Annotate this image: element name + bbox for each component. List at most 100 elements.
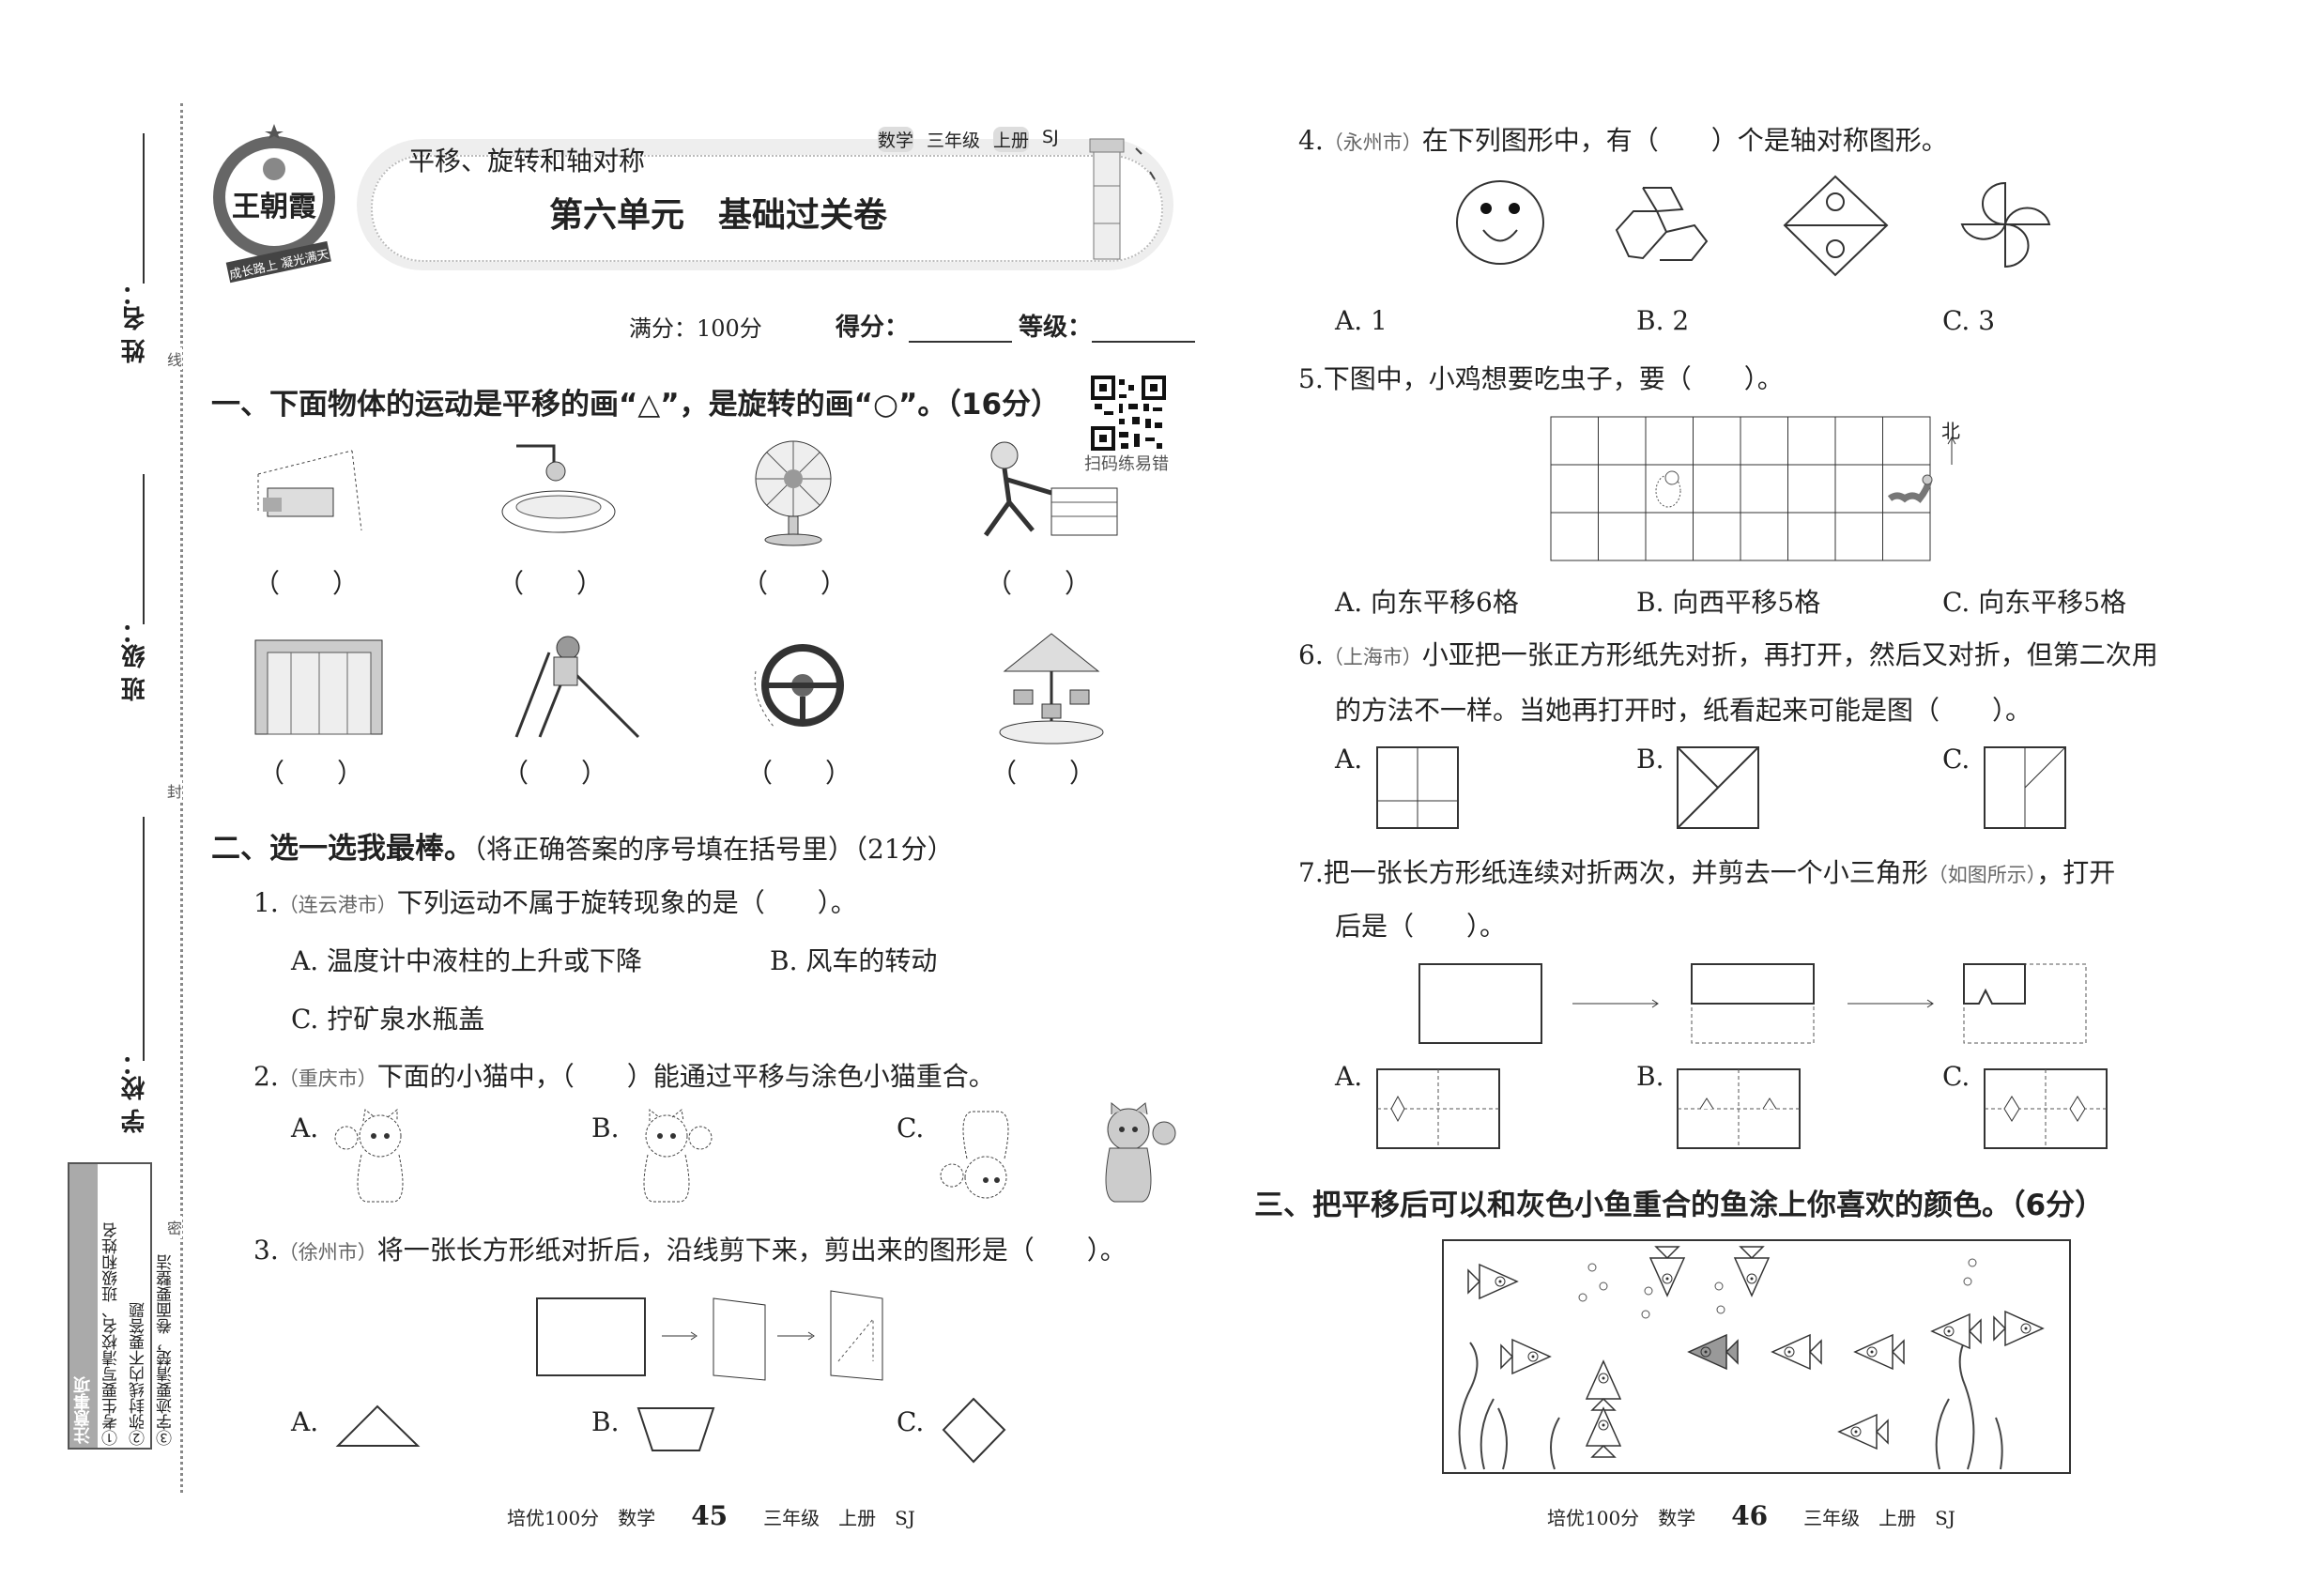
notice-item: ①考生要写清校名、班级和姓名 [102,1222,121,1446]
q1-option-c[interactable]: C. 拧矿泉水瓶盖 [291,1004,485,1035]
q4-source: （永州市） [1323,131,1422,154]
q2-option-a[interactable]: A. [291,1113,319,1143]
answer-paren-1[interactable]: （ ） [253,568,360,599]
score-label: 得分： [836,314,910,342]
fish-icon[interactable] [1993,1310,2045,1347]
q2-number: 2. [253,1061,279,1092]
answer-paren-7[interactable]: （ ） [746,758,852,789]
q2-option-c[interactable]: C. [897,1113,925,1143]
grid-cell [1550,464,1599,514]
q6-figure-b [1677,746,1759,829]
q6-stem: 6.（上海市）小亚把一张正方形纸先对折，再打开，然后又对折，但第二次用 [1298,635,2158,672]
answer-paren-3[interactable]: （ ） [742,568,848,599]
q3-option-c[interactable]: C. [897,1406,925,1437]
north-label: 北 [1941,420,1960,442]
q7-figure-a [1376,1068,1500,1149]
q5-option-a[interactable]: A. 向东平移6格 [1335,587,1519,618]
q7-note: （如图所示） [1927,864,2037,886]
name-field[interactable] [143,133,145,284]
q5-option-b[interactable]: B. 向西平移5格 [1636,587,1821,618]
grid-cell [1693,464,1741,514]
fish-icon[interactable] [1837,1413,1889,1450]
q1-option-a[interactable]: A. 温度计中液柱的上升或下降 [291,945,643,976]
grid-cell [1787,512,1836,561]
header-banner-inner [371,155,1163,262]
grid-cell [1598,416,1647,466]
q3-option-a[interactable]: A. [291,1406,319,1437]
footer-right: 培优100分 数学 46 三年级 上册 SJ [1547,1500,1955,1531]
qr-caption: 扫码练易错 [1084,454,1169,474]
north-arrow-icon [1947,436,1956,465]
notice-box: 注意事项 ①考生要写清校名、班级和姓名 ②弥封线内不要答题 ③字迹要清楚，卷面要… [68,1162,176,1450]
smiley-face-shape [1456,180,1544,265]
q3-fold-diagram [536,1290,883,1381]
q6-source: （上海市） [1323,646,1422,668]
trapezoid-shape [636,1407,715,1451]
q1-number: 1. [253,887,279,918]
q7-option-a[interactable]: A. [1335,1061,1363,1092]
score-field[interactable]: 得分： [836,308,1013,343]
footer-grade: 三年级 [1803,1507,1861,1529]
fish-icon[interactable] [1771,1333,1822,1371]
worm-icon [1887,474,1933,503]
fish-icon[interactable] [1500,1338,1552,1375]
fish-icon[interactable] [1467,1263,1519,1300]
school-field[interactable] [143,817,145,1061]
grid-cell [1598,464,1647,514]
seal-mark-xian: 线 [167,347,183,370]
q3-text: 将一张长方形纸对折后，沿线剪下来，剪出来的图形是（ ）。 [376,1235,1127,1266]
grade-field[interactable]: 等级： [1019,308,1196,343]
q2-option-b[interactable]: B. [591,1113,620,1143]
q6-option-b[interactable]: B. [1636,744,1664,775]
answer-paren-6[interactable]: （ ） [502,758,608,789]
class-field[interactable] [143,474,145,624]
grid-cell [1882,512,1931,561]
fish-icon[interactable] [1648,1246,1686,1297]
q7-option-b[interactable]: B. [1636,1061,1664,1092]
q3-option-b[interactable]: B. [591,1406,620,1437]
q6-option-a[interactable]: A. [1335,744,1363,775]
q6-figure-a [1376,746,1459,829]
answer-paren-2[interactable]: （ ） [498,568,604,599]
grid-cell [1787,464,1836,514]
answer-paren-4[interactable]: （ ） [986,568,1092,599]
answer-paren-5[interactable]: （ ） [258,758,364,789]
recycle-shape [1615,187,1709,261]
q7-figure-c [1984,1068,2108,1149]
q1-text: 下列运动不属于旋转现象的是（ ）。 [396,887,857,918]
footer-grade: 三年级 [763,1507,820,1529]
fish-icon[interactable] [1930,1312,1982,1350]
subject-tags: 数学 三年级 上册 SJ [878,127,1059,152]
q6-option-c[interactable]: C. [1942,744,1970,775]
grid-cell [1834,416,1883,466]
footer-term: 上册 [1878,1507,1917,1529]
q7-option-c[interactable]: C. [1942,1061,1970,1092]
q6-text: 小亚把一张正方形纸先对折，再打开，然后又对折，但第二次用 [1421,639,2158,670]
qr-code[interactable] [1091,376,1166,451]
fish-icon[interactable] [1585,1406,1622,1458]
fish-icon[interactable] [1733,1246,1771,1297]
faucet-image [501,444,616,533]
answer-paren-8[interactable]: （ ） [990,758,1096,789]
q5-option-c[interactable]: C. 向东平移5格 [1942,587,2127,618]
grid-cell [1693,512,1741,561]
pinwheel-shape [1960,181,2051,269]
fish-pond [1442,1239,2071,1474]
section1-heading: 一、下面物体的运动是平移的画“△”，是旋转的画“○”。（16分） [211,388,1061,422]
tag-subject: 数学 [878,127,914,152]
fish-icon[interactable] [1853,1333,1905,1371]
lighthouse-icon [1089,138,1156,260]
gray-fish-icon[interactable] [1687,1333,1739,1371]
name-label: 姓 名： [121,282,149,364]
q4-option-b[interactable]: B. 2 [1636,305,1690,336]
footer-series: 培优100分 [1547,1507,1640,1529]
svg-text:王朝霞: 王朝霞 [232,191,316,223]
q6-stem-line2: 的方法不一样。当她再打开时，纸看起来可能是图（ ）。 [1335,695,2032,726]
q4-option-a[interactable]: A. 1 [1335,305,1388,336]
footer-edition: SJ [895,1507,915,1529]
diamond-shape [942,1397,1006,1464]
grid-cell [1693,416,1741,466]
q1-option-b[interactable]: B. 风车的转动 [770,945,938,976]
tag-grade: 三年级 [927,130,981,151]
q4-option-c[interactable]: C. 3 [1942,305,1996,336]
